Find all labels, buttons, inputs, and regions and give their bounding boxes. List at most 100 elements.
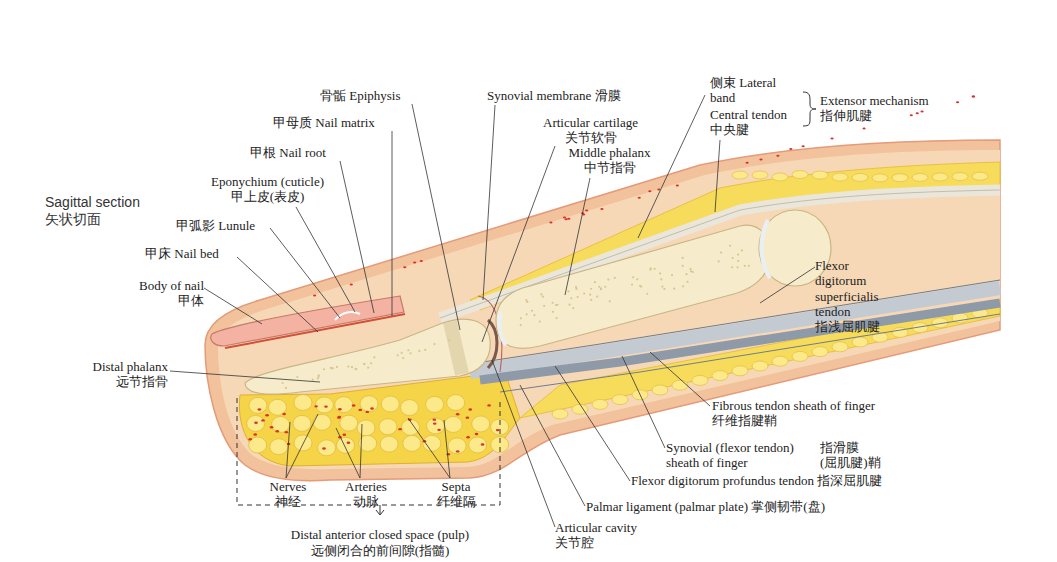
- bone-trabecula: [598, 286, 600, 288]
- bone-trabecula: [397, 354, 399, 356]
- bone-trabecula: [401, 352, 403, 354]
- fat-lobule: [912, 173, 928, 181]
- fat-lobule: [270, 439, 288, 455]
- fat-lobule: [752, 171, 768, 179]
- leader-lines: [170, 95, 815, 527]
- fat-lobule: [335, 397, 353, 413]
- fat-lobule: [247, 415, 265, 431]
- bone-trabecula: [531, 310, 533, 312]
- vessel-dot: [972, 96, 975, 98]
- fat-lobule: [379, 419, 397, 435]
- bone-trabecula: [686, 281, 688, 283]
- fat-lobule: [426, 396, 444, 412]
- artery-dot: [338, 408, 342, 410]
- bone-trabecula: [607, 278, 609, 280]
- vessel-dot: [313, 294, 316, 296]
- part-label: 甲根 Nail root: [250, 145, 326, 160]
- bone-trabecula: [748, 265, 750, 267]
- part-label: Articular cavity 关节腔: [555, 520, 655, 551]
- artery-dot: [248, 438, 252, 440]
- artery-dot: [433, 418, 437, 420]
- bone-trabecula: [609, 300, 611, 302]
- bone-trabecula: [285, 387, 287, 389]
- fat-lobule: [403, 435, 421, 451]
- bone-trabecula: [685, 273, 687, 275]
- bone-trabecula: [682, 285, 684, 287]
- bone-trabecula: [355, 368, 357, 370]
- vessel-dot: [567, 218, 570, 220]
- part-label: Palmar ligament (palmar plate) 掌侧韧带(盘): [586, 499, 825, 514]
- bone-trabecula: [731, 266, 733, 268]
- bone-trabecula: [575, 286, 577, 288]
- bone-trabecula: [567, 290, 569, 292]
- fat-lobule: [832, 342, 848, 352]
- vessel-dot: [746, 162, 749, 164]
- bone-trabecula: [533, 314, 535, 316]
- bone-trabecula: [543, 305, 545, 307]
- distal-phalanx: [245, 319, 490, 394]
- fat-lobule: [732, 366, 748, 376]
- bone-trabecula: [589, 294, 591, 296]
- nail: [211, 296, 404, 346]
- artery-dot: [481, 443, 485, 445]
- part-label: 指滑膜(屈肌腱)鞘: [820, 440, 890, 471]
- vessel-dot: [549, 222, 552, 224]
- part-label: Extensor mechanism 指伸肌腱: [820, 93, 960, 124]
- bone-trabecula: [433, 343, 435, 345]
- bone-trabecula: [689, 268, 691, 270]
- fat-lobule: [469, 437, 487, 453]
- vessel-dot: [585, 209, 588, 211]
- vessel-dot: [916, 112, 919, 114]
- fat-lobule: [772, 356, 788, 366]
- fat-lobule: [932, 173, 948, 181]
- bone-trabecula: [367, 367, 369, 369]
- artery-dot: [275, 430, 279, 432]
- fat-lobule: [692, 375, 708, 385]
- bone-trabecula: [568, 304, 570, 306]
- artery-dot: [365, 411, 369, 413]
- bone-trabecula: [526, 301, 528, 303]
- bone-trabecula: [351, 366, 353, 368]
- fat-lobule: [812, 347, 828, 357]
- bone-trabecula: [347, 365, 349, 367]
- bone-trabecula: [718, 260, 720, 262]
- fat-lobule: [400, 400, 418, 416]
- bone-trabecula: [663, 288, 665, 290]
- articular-cartilage: [499, 312, 506, 345]
- bone-trabecula: [646, 293, 648, 295]
- vessel-dot: [956, 101, 959, 103]
- bone-trabecula: [520, 324, 522, 326]
- fat-lobule: [552, 409, 568, 419]
- artery-dot: [352, 404, 356, 406]
- part-label: 骨骺 Epiphysis: [320, 88, 401, 103]
- bone-trabecula: [330, 367, 332, 369]
- fat-lobule: [852, 337, 868, 347]
- part-label: Articular cartilage 关节软骨: [528, 115, 653, 146]
- bone-trabecula: [317, 376, 319, 378]
- artery-dot: [337, 416, 341, 418]
- bone-trabecula: [692, 271, 694, 273]
- bone-trabecula: [572, 307, 574, 309]
- part-label: Sagittal section 矢状切面: [45, 194, 155, 227]
- fat-lobule: [732, 171, 748, 179]
- artery-dot: [347, 442, 351, 444]
- bone-trabecula: [632, 276, 634, 278]
- artery-dot: [456, 413, 460, 415]
- fat-lobule: [444, 416, 462, 432]
- fat-lobule: [872, 174, 888, 182]
- bone-trabecula: [552, 311, 554, 313]
- vessel-dot: [413, 261, 416, 263]
- part-label: Middle phalanx 中节指骨: [562, 145, 657, 176]
- bone-trabecula: [661, 285, 663, 287]
- artery-dot: [314, 405, 318, 407]
- artery-dot: [370, 407, 374, 409]
- artery-dot: [358, 409, 362, 411]
- fat-lobule: [293, 415, 311, 431]
- bone-trabecula: [373, 356, 375, 358]
- bone-trabecula: [555, 304, 557, 306]
- artery-dot: [338, 416, 342, 418]
- fat-lobule: [652, 385, 668, 395]
- bone-trabecula: [737, 260, 739, 262]
- fat-lobule: [448, 438, 466, 454]
- fat-lobule: [337, 437, 355, 453]
